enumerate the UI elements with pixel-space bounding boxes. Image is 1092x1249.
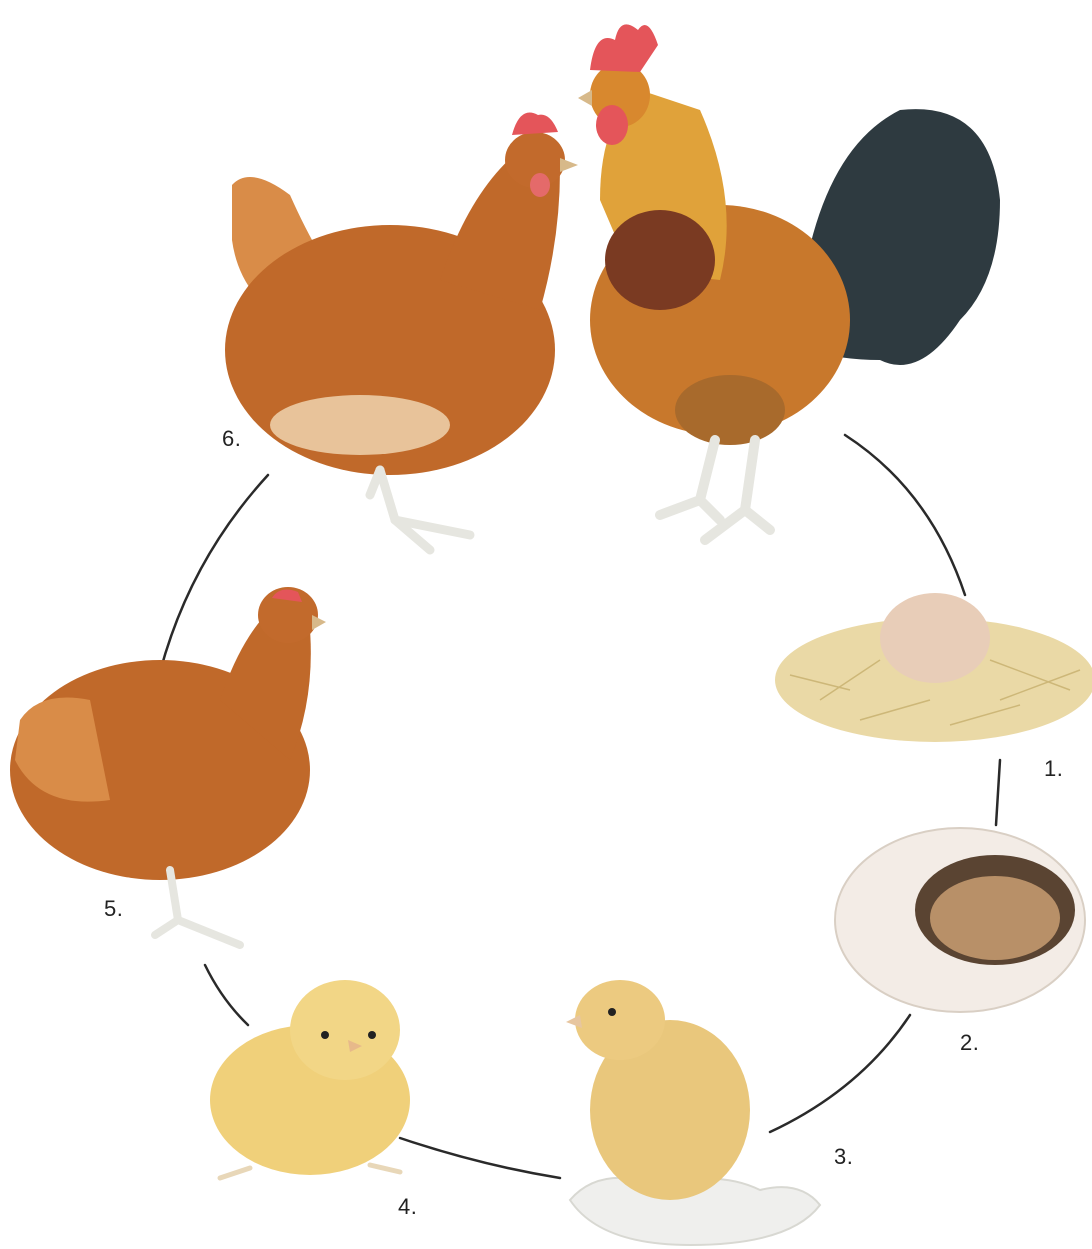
cycle-line-1-to-2 <box>996 760 1000 825</box>
embryo <box>930 876 1060 960</box>
egg <box>880 593 990 683</box>
chick-4-head <box>290 980 400 1080</box>
cycle-line-2-to-3 <box>770 1015 910 1132</box>
hen-comb <box>512 113 558 136</box>
rooster-legs <box>660 440 770 540</box>
chick-3-eye <box>608 1008 616 1016</box>
hen-underbelly <box>270 395 450 455</box>
hen-legs <box>370 470 470 550</box>
young-hen-beak <box>312 615 326 630</box>
embryo-in-egg <box>835 828 1085 1012</box>
stage-label-5: 5. <box>104 896 123 922</box>
stage-label-2: 2. <box>960 1030 979 1056</box>
rooster-breast <box>605 210 715 310</box>
rooster-belly <box>675 375 785 445</box>
stage-label-3: 3. <box>834 1144 853 1170</box>
young-hen <box>10 587 326 945</box>
cycle-line-4-to-5 <box>205 965 248 1025</box>
young-hen-legs <box>155 870 240 945</box>
chick <box>210 980 410 1178</box>
cycle-line-3-to-4 <box>400 1138 560 1178</box>
rooster-comb <box>590 24 658 72</box>
hen-wattle <box>530 173 550 197</box>
adult-hen <box>225 113 578 551</box>
rooster-wattle <box>596 105 628 145</box>
stage-label-1: 1. <box>1044 756 1063 782</box>
hen-beak <box>560 158 578 172</box>
rooster <box>578 24 1000 540</box>
egg-in-nest <box>775 593 1092 742</box>
cycle-line-6-to-1 <box>845 435 965 595</box>
stage-label-6: 6. <box>222 426 241 452</box>
chick-3-beak <box>566 1015 582 1028</box>
chick-4-eye-left <box>321 1031 329 1039</box>
chick-4-eye-right <box>368 1031 376 1039</box>
rooster-beak <box>578 90 592 106</box>
stage-label-4: 4. <box>398 1194 417 1220</box>
hatching-chick <box>566 980 820 1245</box>
chick-3-head <box>575 980 665 1060</box>
